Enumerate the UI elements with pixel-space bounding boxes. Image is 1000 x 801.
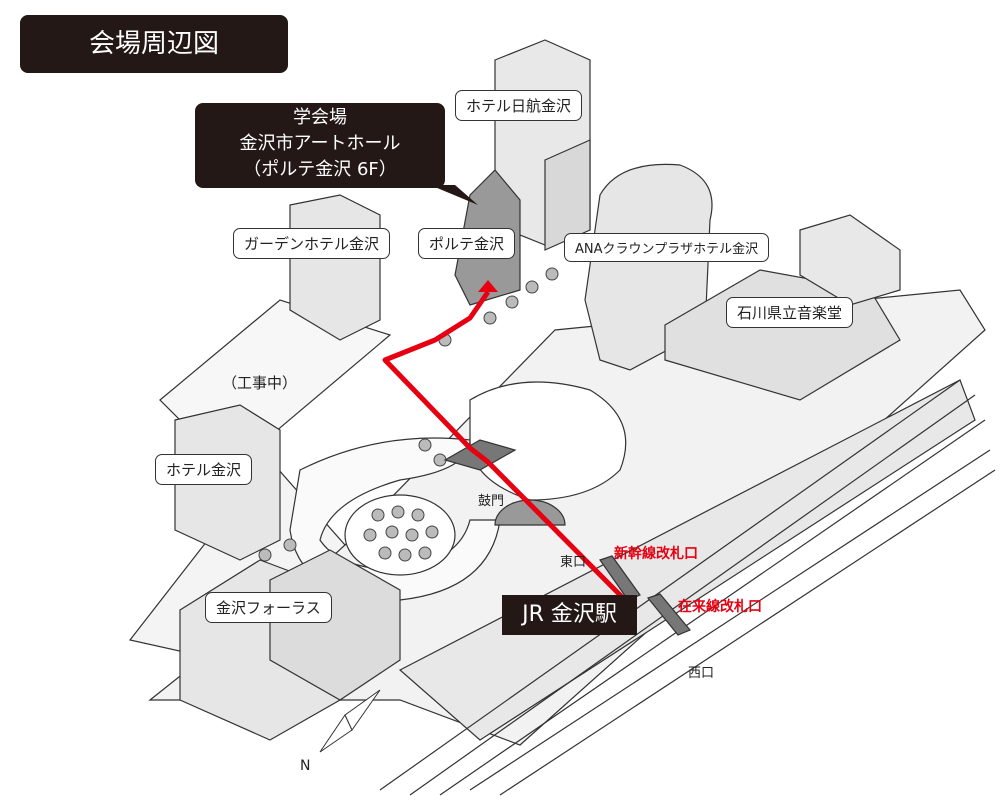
venue-callout: 学会場 金沢市アートホール （ポルテ金沢 6F） bbox=[195, 103, 445, 188]
walking-route bbox=[382, 290, 632, 607]
label-ishikawa: 石川県立音楽堂 bbox=[726, 297, 854, 328]
station-building bbox=[398, 379, 976, 741]
venue-line3: （ポルテ金沢 6F） bbox=[243, 159, 397, 180]
venue-line2: 金沢市アートホール bbox=[239, 133, 401, 154]
label-east-exit: 東口 bbox=[560, 555, 587, 570]
label-porte: ポルテ金沢 bbox=[418, 228, 516, 259]
label-garden-hotel: ガーデンホテル金沢 bbox=[233, 228, 391, 259]
label-hotel-nikko: ホテル日航金沢 bbox=[455, 90, 583, 121]
label-west-exit: 西口 bbox=[688, 666, 715, 681]
label-construction: （工事中） bbox=[222, 374, 298, 392]
venue-line1: 学会場 bbox=[293, 107, 347, 128]
label-shinkansen-gate: 新幹線改札口 bbox=[614, 546, 698, 562]
north-arrow-icon bbox=[319, 689, 381, 753]
label-hotel-kanazawa: ホテル金沢 bbox=[155, 454, 253, 485]
route-arrow-icon bbox=[478, 280, 498, 292]
map-title: 会場周辺図 bbox=[20, 15, 288, 73]
bus-terminal bbox=[469, 381, 627, 501]
label-tsuzumimon: 鼓門 bbox=[478, 494, 505, 509]
label-ana-hotel: ANAクラウンプラザホテル金沢 bbox=[564, 233, 770, 262]
label-zairai-gate: 在来線改札口 bbox=[678, 599, 762, 615]
garden-hotel-building bbox=[289, 194, 381, 341]
label-station: JR 金沢駅 bbox=[502, 595, 637, 635]
label-north: N bbox=[300, 758, 311, 774]
label-forus: 金沢フォーラス bbox=[205, 592, 332, 623]
